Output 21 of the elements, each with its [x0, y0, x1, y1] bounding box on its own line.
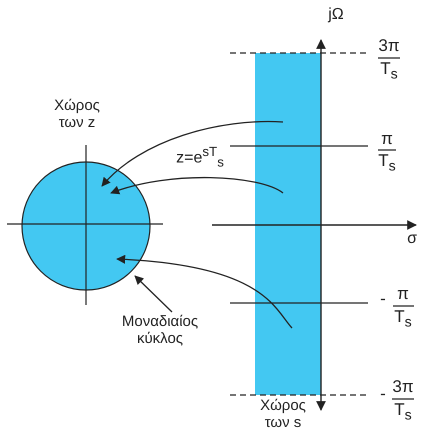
fraction-denominator: T$_{s}$ — [379, 60, 399, 83]
mapping-arrow — [110, 176, 284, 195]
fraction-denominator: T$_{s}$ — [377, 152, 397, 175]
fraction-denominator: T$_{s}$ — [393, 308, 413, 331]
leader-arrow — [134, 275, 172, 312]
minus-sign: - — [379, 385, 387, 404]
fraction-numerator: π — [396, 285, 410, 304]
strip-region — [255, 53, 321, 395]
plane-label: Χώρος των s — [259, 398, 307, 431]
fraction-numerator: 3π — [377, 37, 401, 56]
plane-label: Χώρος των z — [53, 98, 101, 131]
unit-circle — [21, 161, 151, 291]
mapping-arrow — [116, 255, 292, 328]
mapping-arrow — [101, 120, 284, 187]
callout-text: Μοναδιαίος κύκλος — [100, 314, 220, 347]
fraction-denominator: T$_{s}$ — [393, 401, 413, 424]
fraction-numerator: π — [380, 130, 394, 149]
minus-sign: - — [379, 290, 387, 309]
fraction-numerator: 3π — [391, 378, 415, 397]
axis-label: jΩ — [326, 6, 345, 24]
axis-label: σ — [406, 230, 418, 248]
